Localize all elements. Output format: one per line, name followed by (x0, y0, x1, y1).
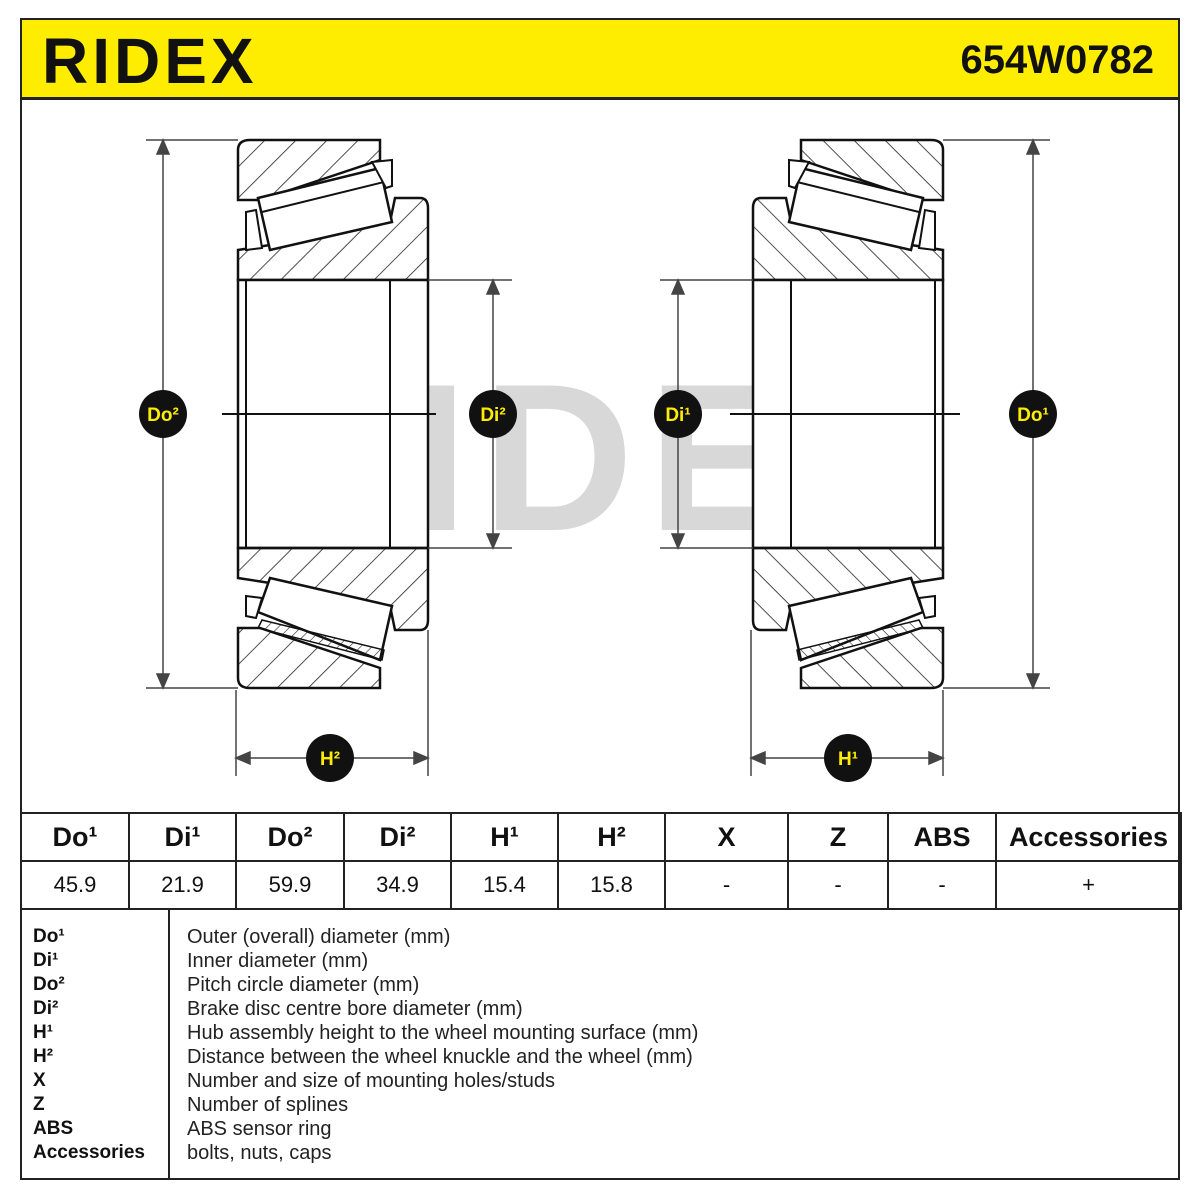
header-cell: Z (787, 812, 889, 862)
legend-desc: Number of splines (187, 1094, 349, 1116)
header-cell: Do¹ (20, 812, 130, 862)
specs-table: Do¹ Di¹ Do² Di² H¹ H² X Z ABS Accessorie… (20, 812, 1182, 910)
value-cell: 34.9 (343, 860, 452, 910)
legend-key: Do¹ (33, 926, 65, 947)
header-cell: Di² (343, 812, 452, 862)
header-cell: X (664, 812, 789, 862)
legend-key: Di² (33, 998, 59, 1019)
badge-h1: H¹ (824, 734, 872, 782)
specs-header-row: Do¹ Di¹ Do² Di² H¹ H² X Z ABS Accessorie… (20, 812, 1182, 862)
legend-row: H² Distance between the wheel knuckle an… (22, 1045, 1178, 1069)
legend-row: Do¹ Outer (overall) diameter (mm) (22, 925, 1178, 949)
legend-desc: Pitch circle diameter (mm) (187, 974, 420, 996)
specs-value-row: 45.9 21.9 59.9 34.9 15.4 15.8 - - - + (20, 860, 1182, 910)
legend-desc: bolts, nuts, caps (187, 1142, 332, 1164)
legend-desc: ABS sensor ring (187, 1118, 332, 1140)
value-cell: - (787, 860, 889, 910)
legend-key: Do² (33, 974, 65, 995)
value-cell: 45.9 (20, 860, 130, 910)
legend-desc: Distance between the wheel knuckle and t… (187, 1046, 693, 1068)
header-cell: Accessories (995, 812, 1182, 862)
value-cell: 59.9 (235, 860, 345, 910)
legend-row: X Number and size of mounting holes/stud… (22, 1069, 1178, 1093)
header-cell: Di¹ (128, 812, 237, 862)
legend-desc: Hub assembly height to the wheel mountin… (187, 1022, 699, 1044)
value-cell: 15.8 (557, 860, 666, 910)
legend-key: Z (33, 1094, 45, 1115)
header-cell: ABS (887, 812, 997, 862)
part-number: 654W0782 (960, 38, 1154, 82)
legend-row: Di¹ Inner diameter (mm) (22, 949, 1178, 973)
legend-row: Do² Pitch circle diameter (mm) (22, 973, 1178, 997)
legend-desc: Outer (overall) diameter (mm) (187, 926, 451, 948)
value-cell: - (887, 860, 997, 910)
badge-di1: Di¹ (654, 390, 702, 438)
legend-key: H² (33, 1046, 54, 1067)
svg-text:Do²: Do² (147, 405, 179, 426)
brand-logo: RIDEX (42, 25, 258, 97)
header-cell: Do² (235, 812, 345, 862)
legend-key: Accessories (33, 1142, 145, 1163)
header-cell: H² (557, 812, 666, 862)
bearing-left (222, 138, 436, 690)
badge-h2: H² (306, 734, 354, 782)
value-cell: 15.4 (450, 860, 559, 910)
legend-desc: Number and size of mounting holes/studs (187, 1070, 555, 1092)
svg-text:Do¹: Do¹ (1017, 405, 1049, 426)
svg-text:Di¹: Di¹ (665, 405, 690, 426)
legend-row: Z Number of splines (22, 1093, 1178, 1117)
badge-di2: Di² (469, 390, 517, 438)
right-dimensions (660, 138, 1050, 776)
svg-text:Di²: Di² (480, 405, 505, 426)
svg-text:H¹: H¹ (838, 749, 858, 770)
badge-do2: Do² (139, 390, 187, 438)
value-cell: - (664, 860, 789, 910)
bearing-drawing: RIDEX (22, 100, 1178, 812)
value-cell: 21.9 (128, 860, 237, 910)
legend-key: Di¹ (33, 950, 59, 971)
legend-key: ABS (33, 1118, 74, 1139)
legend-desc: Brake disc centre bore diameter (mm) (187, 998, 523, 1020)
legend-row: H¹ Hub assembly height to the wheel moun… (22, 1021, 1178, 1045)
legend-key: X (33, 1070, 46, 1091)
legend-key: H¹ (33, 1022, 54, 1043)
badge-do1: Do¹ (1009, 390, 1057, 438)
legend-row: Accessories bolts, nuts, caps (22, 1141, 1178, 1165)
legend-divider (168, 910, 170, 1178)
legend-row: Di² Brake disc centre bore diameter (mm) (22, 997, 1178, 1021)
header-cell: H¹ (450, 812, 559, 862)
legend-row: ABS ABS sensor ring (22, 1117, 1178, 1141)
legend-box: Do¹ Outer (overall) diameter (mm) Di¹ In… (20, 908, 1180, 1180)
svg-text:H²: H² (320, 749, 340, 770)
header-bar: RIDEX 654W0782 (20, 18, 1180, 100)
legend-desc: Inner diameter (mm) (187, 950, 369, 972)
value-cell: + (995, 860, 1182, 910)
